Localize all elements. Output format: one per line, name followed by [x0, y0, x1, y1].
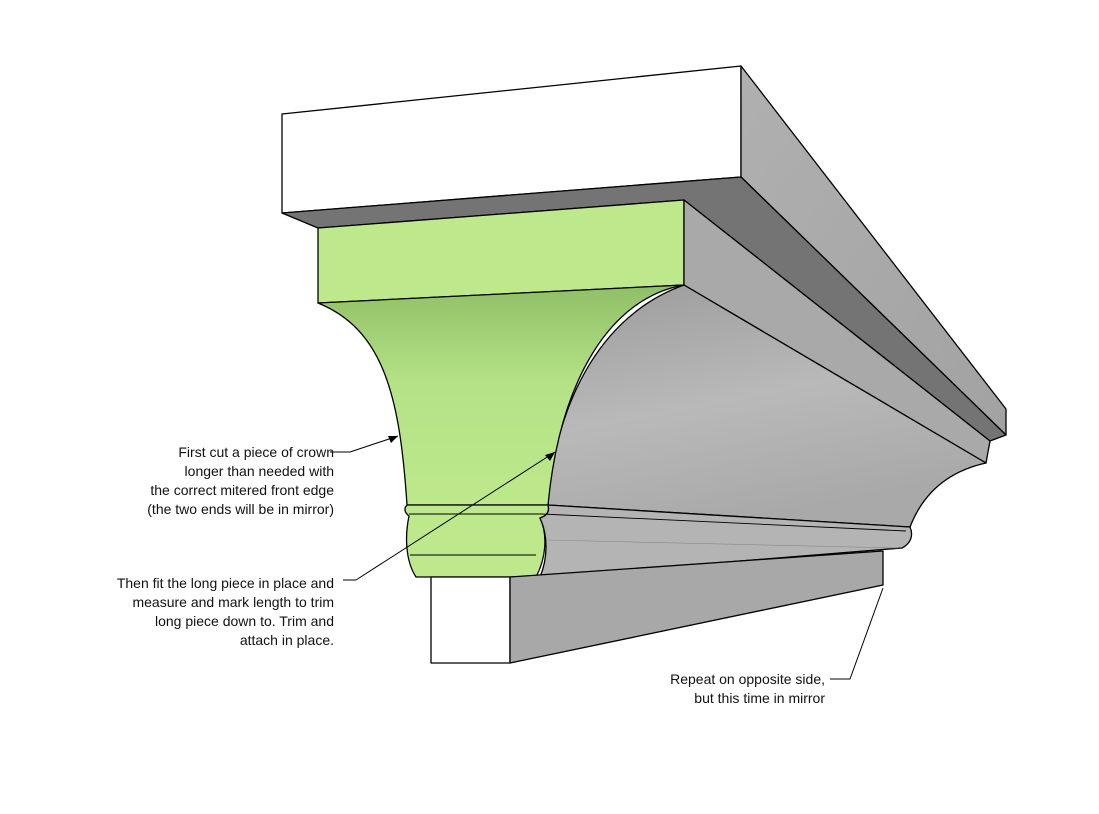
leader-first-cut [330, 435, 399, 453]
annotation-repeat-side: Repeat on opposite side, but this time i… [670, 670, 825, 708]
annotation-first-cut: First cut a piece of crown longer than n… [147, 443, 334, 519]
annotation-line: long piece down to. Trim and [155, 613, 334, 629]
leader-lines [330, 435, 884, 680]
annotation-line: attach in place. [239, 632, 334, 648]
bottom-board-side [509, 550, 884, 664]
annotation-line: the correct mitered front edge [150, 482, 334, 498]
annotation-line: but this time in mirror [694, 690, 825, 706]
annotation-fit-long-piece: Then fit the long piece in place and mea… [117, 574, 334, 650]
bottom-board-front [430, 576, 511, 664]
annotation-line: First cut a piece of crown [178, 444, 334, 460]
annotation-line: Then fit the long piece in place and [116, 575, 334, 591]
leader-fit-long-piece [343, 451, 556, 581]
annotation-line: Repeat on opposite side, [670, 671, 825, 687]
leader-repeat-side [830, 587, 884, 680]
green-bead-face [404, 504, 550, 578]
annotation-line: longer than needed with [184, 463, 334, 479]
annotation-line: (the two ends will be in mirror) [147, 501, 334, 517]
annotation-line: measure and mark length to trim [132, 594, 334, 610]
leader-arrows [388, 436, 555, 461]
